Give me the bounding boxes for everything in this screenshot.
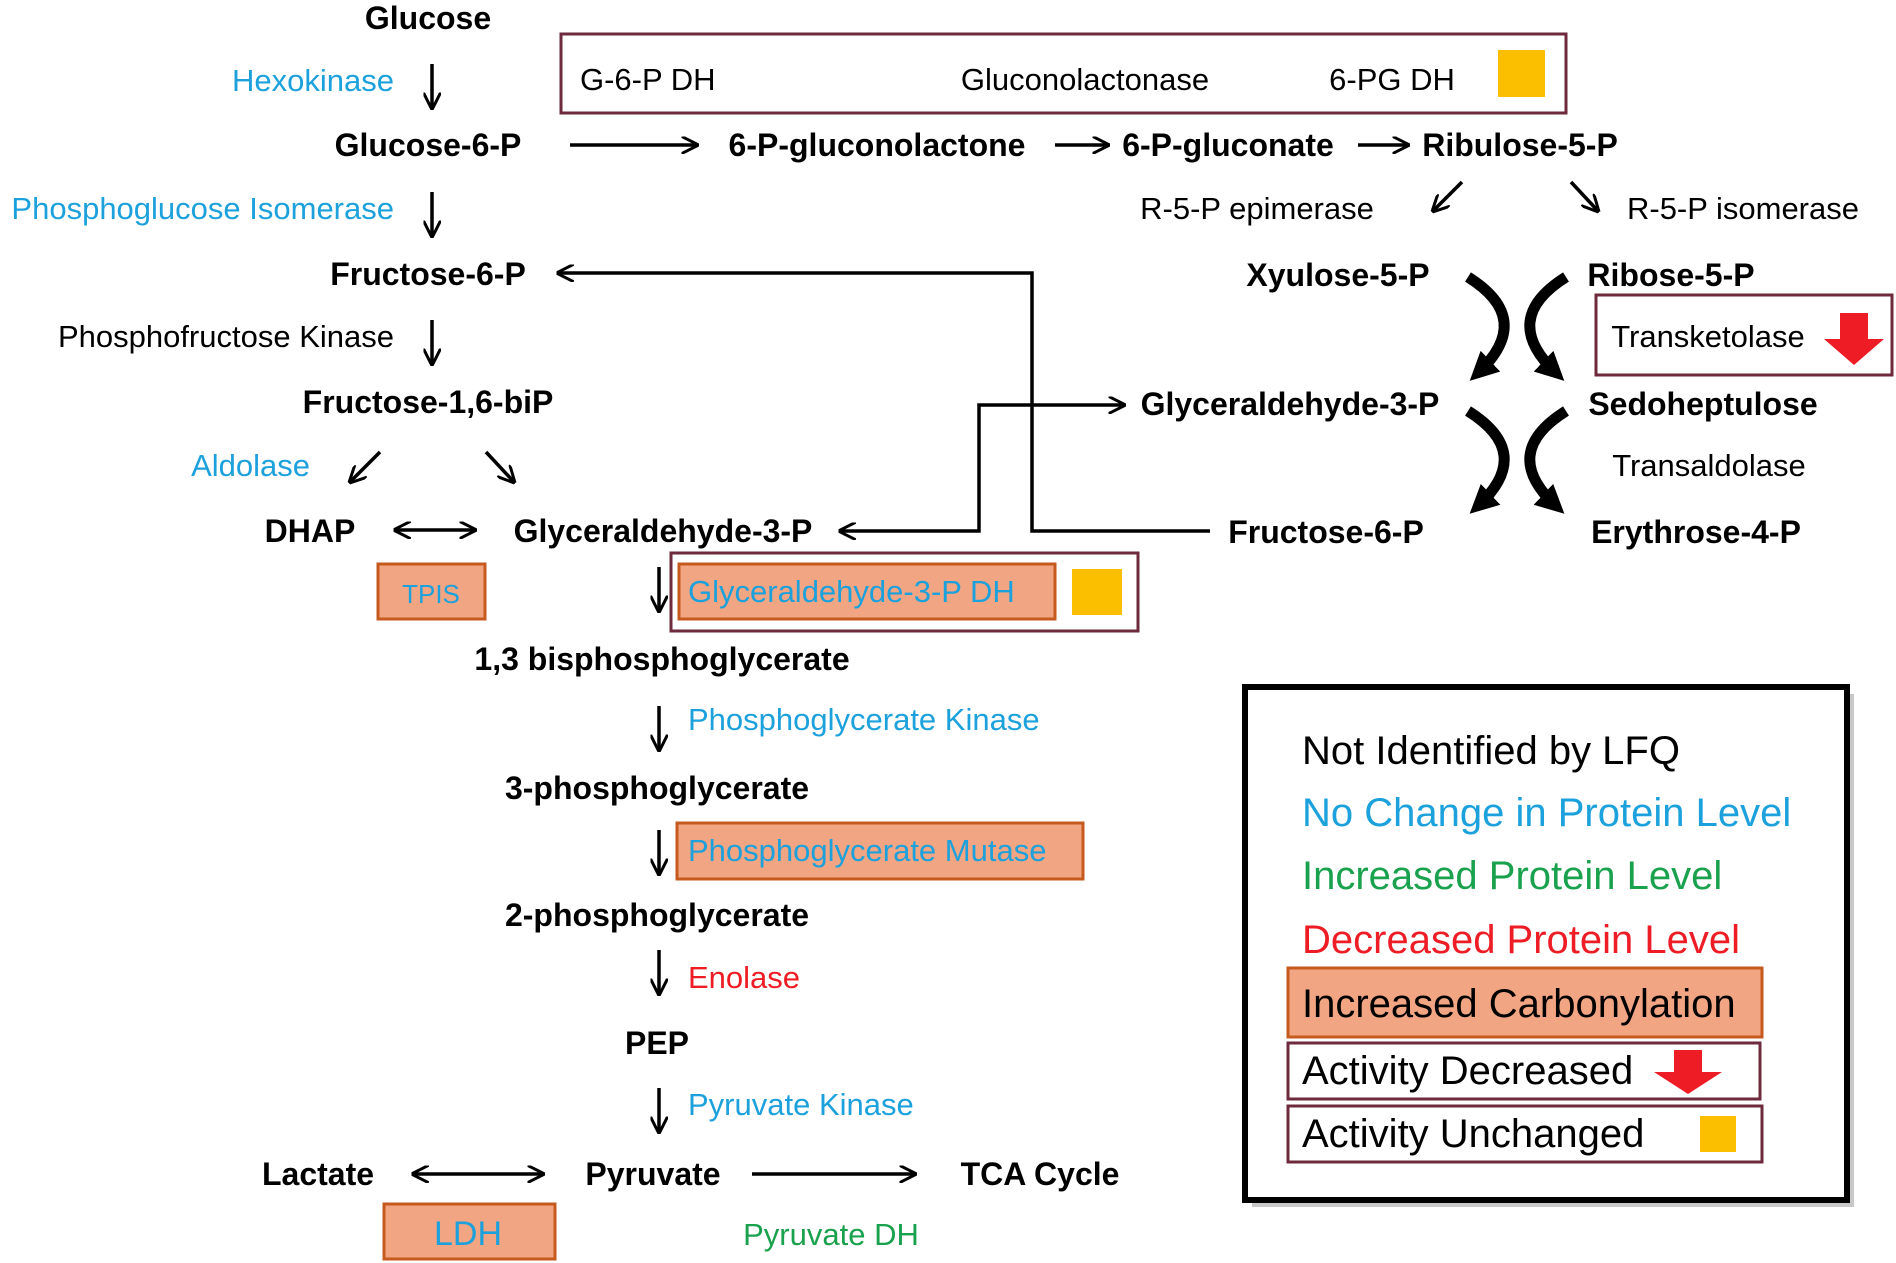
legend-carbonylation-swatch <box>1286 966 1764 1039</box>
ldh-box <box>382 1202 557 1261</box>
transketolase-curve-arrow-left <box>1465 272 1510 381</box>
arrow-ru5p-xu5p <box>1433 180 1464 211</box>
legend: Not Identified by LFQ No Change in Prote… <box>1242 684 1854 1207</box>
legend-not-identified: Not Identified by LFQ <box>1302 729 1680 773</box>
six-pg-dh-label: 6-PG DH <box>1329 62 1455 97</box>
transaldolase-label: Transaldolase <box>1612 448 1806 483</box>
ppp-fructose-6-p-label: Fructose-6-P <box>1228 514 1424 550</box>
gluconolactonase-label: Gluconolactonase <box>961 62 1209 97</box>
r5p-epimerase-label: R-5-P epimerase <box>1140 191 1374 226</box>
legend-activity-unchanged-box <box>1286 1104 1764 1164</box>
phosphoglycerate-kinase-label: Phosphoglycerate Kinase <box>688 702 1040 737</box>
phosphoglucose-isomerase-label: Phosphoglucose Isomerase <box>11 191 394 226</box>
transketolase-box <box>1594 293 1894 377</box>
ppp-glyceraldehyde-3-p-label: Glyceraldehyde-3-P <box>1141 386 1440 422</box>
legend-activity-unchanged: Activity Unchanged <box>1302 1112 1644 1156</box>
pep-label: PEP <box>625 1025 689 1061</box>
bisphosphoglycerate-label: 1,3 bisphosphoglycerate <box>474 641 849 677</box>
transketolase-label: Transketolase <box>1611 319 1805 354</box>
ppp-enzyme-box <box>559 32 1568 115</box>
transketolase-curve-arrow-right <box>1524 272 1569 381</box>
lactate-label: Lactate <box>262 1156 374 1192</box>
pyruvate-dh-label: Pyruvate DH <box>743 1217 919 1252</box>
arrow-ru5p-r5p <box>1569 180 1598 211</box>
legend-frame <box>1242 684 1850 1203</box>
legend-activity-decreased-box <box>1286 1041 1762 1101</box>
arrow-f16bp-dhap <box>350 450 382 482</box>
erythrose-4-p-label: Erythrose-4-P <box>1591 514 1801 550</box>
pyruvate-kinase-label: Pyruvate Kinase <box>688 1087 914 1122</box>
sedoheptulose-label: Sedoheptulose <box>1588 386 1817 422</box>
pyruvate-label: Pyruvate <box>585 1156 720 1192</box>
arrow-glycolysis-gap-to-ppp-gap <box>840 405 1124 531</box>
aldolase-label: Aldolase <box>191 448 310 483</box>
transaldolase-curve-arrow-right <box>1524 406 1569 514</box>
dhap-label: DHAP <box>265 513 356 549</box>
legend-no-change: No Change in Protein Level <box>1302 791 1791 835</box>
gapdh-unchanged-marker <box>1072 569 1122 615</box>
tpis-box <box>376 562 487 621</box>
transaldolase-curve-arrow-left <box>1465 406 1510 514</box>
ldh-label: LDH <box>434 1215 502 1253</box>
six-p-gluconolactone-label: 6-P-gluconolactone <box>729 127 1026 163</box>
enolase-label: Enolase <box>688 960 800 995</box>
legend-decreased-arrow-icon <box>1654 1050 1722 1094</box>
g6p-dh-label: G-6-P DH <box>580 62 716 97</box>
hexokinase-label: Hexokinase <box>232 63 394 98</box>
six-p-gluconate-label: 6-P-gluconate <box>1122 127 1334 163</box>
gapdh-activity-box <box>669 551 1140 633</box>
three-phosphoglycerate-label: 3-phosphoglycerate <box>505 770 809 806</box>
transketolase-decreased-arrow-icon <box>1824 313 1884 365</box>
tca-cycle-label: TCA Cycle <box>961 1156 1120 1192</box>
r5p-isomerase-label: R-5-P isomerase <box>1627 191 1859 226</box>
arrow-f16bp-gap <box>484 450 514 482</box>
phosphofructose-kinase-label: Phosphofructose Kinase <box>58 319 394 354</box>
legend-decreased: Decreased Protein Level <box>1302 918 1740 962</box>
ribulose-5-p-label: Ribulose-5-P <box>1422 127 1618 163</box>
legend-unchanged-marker <box>1700 1116 1736 1152</box>
g6p-dh-unchanged-marker <box>1498 50 1545 97</box>
legend-carbonylation: Increased Carbonylation <box>1302 982 1736 1026</box>
legend-activity-decreased: Activity Decreased <box>1302 1049 1633 1093</box>
glucose-6-p-label: Glucose-6-P <box>335 127 522 163</box>
pgam-box <box>675 821 1085 881</box>
glucose-label: Glucose <box>365 0 491 36</box>
arrow-ppp-f6p-to-glycolysis-f6p <box>558 273 1210 533</box>
fructose-1-6-bip-label: Fructose-1,6-biP <box>303 384 554 420</box>
glyceraldehyde-3-p-dh-label: Glyceraldehyde-3-P DH <box>688 574 1015 609</box>
glyceraldehyde-3-p-label: Glyceraldehyde-3-P <box>514 513 813 549</box>
gapdh-carbonylation-box <box>677 562 1057 621</box>
fructose-6-p-label: Fructose-6-P <box>330 256 526 292</box>
two-phosphoglycerate-label: 2-phosphoglycerate <box>505 897 809 933</box>
tpis-label: TPIS <box>402 579 460 609</box>
xylulose-5-p-label: Xyulose-5-P <box>1246 257 1429 293</box>
phosphoglycerate-mutase-label: Phosphoglycerate Mutase <box>688 833 1046 868</box>
ribose-5-p-label: Ribose-5-P <box>1587 257 1754 293</box>
legend-increased: Increased Protein Level <box>1302 854 1722 898</box>
